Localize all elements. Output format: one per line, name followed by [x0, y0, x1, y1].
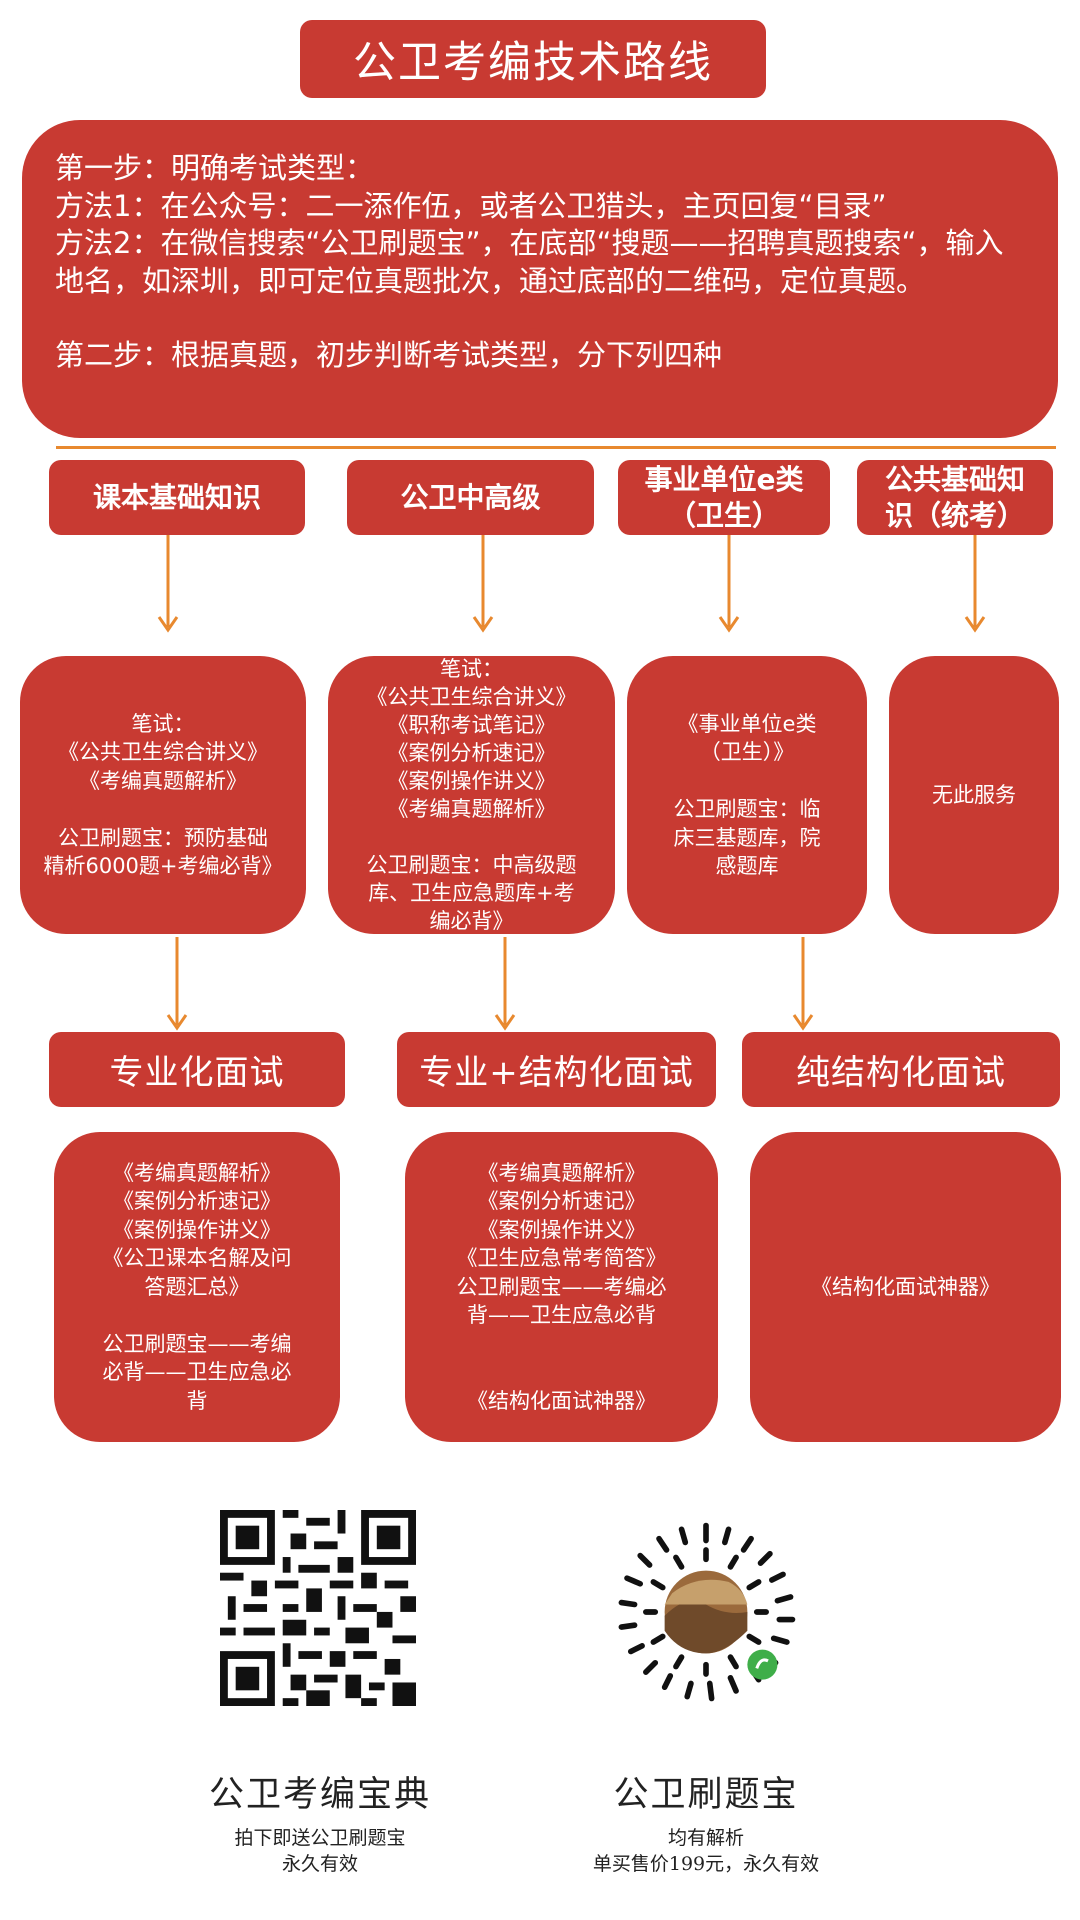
arrow-down-icon	[472, 535, 494, 633]
mini-program-caption-sub: 均有解析	[667, 1827, 744, 1849]
method2-text: 方法2：在微信搜索“公卫刷题宝”，在底部“搜题——招聘真题搜索“，输入地名，如深…	[55, 226, 1004, 298]
written-text: 无此服务	[932, 782, 1016, 807]
written-card-public-basics: 无此服务	[889, 656, 1059, 934]
interview-card-professional-structured: 《考编真题解析》 《案例分析速记》 《案例操作讲义》 《卫生应急常考简答》 公卫…	[405, 1132, 718, 1442]
category-public-basics: 公共基础知 识（统考）	[857, 460, 1053, 535]
step1-text: 第一步：明确考试类型：	[55, 151, 375, 185]
interview-card-structured: 《结构化面试神器》	[750, 1132, 1061, 1442]
mini-program-caption-sub: 单买售价199元，永久有效	[592, 1853, 820, 1875]
qr-caption-sub: 拍下即送公卫刷题宝	[234, 1827, 406, 1849]
qr-caption-sub: 永久有效	[281, 1853, 358, 1875]
arrow-down-icon	[166, 937, 188, 1031]
arrow-down-icon	[157, 535, 179, 633]
interview-structured: 纯结构化面试	[742, 1032, 1060, 1107]
step2-text: 第二步：根据真题，初步判断考试类型，分下列四种	[55, 338, 723, 372]
interview-professional: 专业化面试	[49, 1032, 345, 1107]
category-public-health-senior: 公卫中高级	[347, 460, 594, 535]
written-card-institution-e: 《事业单位e类 （卫生）》 公卫刷题宝：临 床三基题库，院 感题库	[627, 656, 867, 934]
interview-card-professional: 《考编真题解析》 《案例分析速记》 《案例操作讲义》 《公卫课本名解及问 答题汇…	[54, 1132, 340, 1442]
written-card-textbook: 笔试： 《公共卫生综合讲义》 《考编真题解析》 公卫刷题宝：预防基础 精析600…	[20, 656, 306, 934]
arrow-down-icon	[964, 535, 986, 633]
mini-program-code-image	[618, 1522, 796, 1702]
intro-box: 第一步：明确考试类型： 方法1：在公众号：二一添作伍，或者公卫猎头，主页回复“目…	[22, 120, 1058, 438]
divider-line	[56, 446, 1056, 449]
written-card-senior: 笔试： 《公共卫生综合讲义》 《职称考试笔记》 《案例分析速记》 《案例操作讲义…	[328, 656, 615, 934]
interview-text: 《考编真题解析》 《案例分析速记》 《案例操作讲义》 《公卫课本名解及问 答题汇…	[102, 1160, 292, 1413]
method1-text: 方法1：在公众号：二一添作伍，或者公卫猎头，主页回复“目录”	[55, 188, 887, 223]
intro-spacer	[55, 300, 1024, 337]
written-text: 笔试： 《公共卫生综合讲义》 《考编真题解析》 公卫刷题宝：预防基础 精析600…	[43, 711, 283, 879]
arrow-down-icon	[494, 937, 516, 1031]
interview-text: 《考编真题解析》 《案例分析速记》 《案例操作讲义》 《卫生应急常考简答》 公卫…	[456, 1160, 667, 1413]
interview-text: 《结构化面试神器》	[811, 1274, 1000, 1299]
mini-program-caption-title: 公卫刷题宝	[613, 1775, 799, 1815]
arrow-down-icon	[792, 937, 814, 1031]
interview-professional-structured: 专业+结构化面试	[397, 1032, 716, 1107]
qr-code-image	[220, 1510, 416, 1706]
category-textbook-basics: 课本基础知识	[49, 460, 305, 535]
arrow-down-icon	[718, 535, 740, 633]
category-public-institution-e: 事业单位e类 （卫生）	[618, 460, 830, 535]
qr-caption-title: 公卫考编宝典	[208, 1775, 431, 1815]
written-text: 笔试： 《公共卫生综合讲义》 《职称考试笔记》 《案例分析速记》 《案例操作讲义…	[366, 657, 577, 933]
written-text: 《事业单位e类 （卫生）》 公卫刷题宝：临 床三基题库，院 感题库	[673, 711, 821, 879]
page-title: 公卫考编技术路线	[300, 20, 766, 98]
